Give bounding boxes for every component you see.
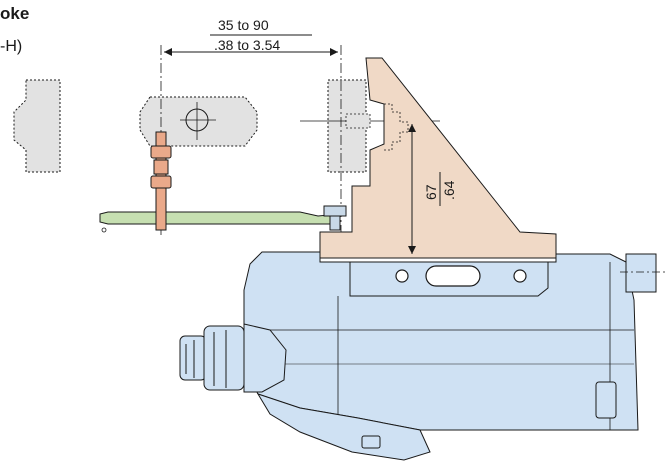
horizontal-dimension-in: .38 to 3.54 [214, 37, 280, 53]
section-subtitle: -H) [0, 38, 23, 55]
cable-gland [179, 325, 245, 391]
latch [595, 381, 617, 419]
section-title: oke [0, 4, 30, 23]
bracket-bolt [345, 113, 371, 129]
vertical-dimension-in: .64 [441, 180, 457, 200]
gland-cover [243, 323, 287, 393]
lid-screw [361, 435, 381, 449]
housing-hole-left [395, 269, 409, 283]
plate-bolt [323, 205, 347, 231]
actuator-plate [99, 211, 341, 225]
vertical-dimension-mm: 67 [423, 184, 439, 200]
ghost-target-center [139, 96, 258, 147]
right-shaft [625, 253, 657, 293]
housing-slot [425, 265, 481, 287]
threaded-rod [150, 131, 172, 231]
housing-hole-right [513, 269, 527, 283]
plate-end-pin [101, 227, 107, 233]
ghost-target-left [13, 79, 61, 173]
horizontal-dimension-mm: 35 to 90 [218, 17, 269, 33]
lower-lid [256, 393, 431, 461]
mounting-bracket [319, 57, 557, 259]
